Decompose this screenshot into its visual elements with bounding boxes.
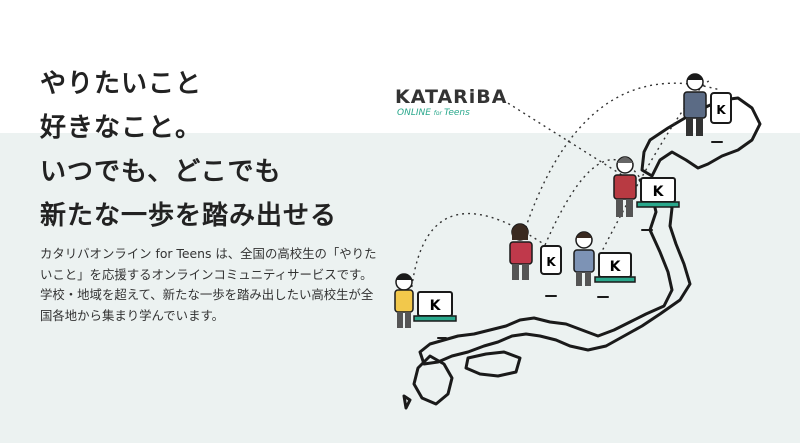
okinawa-outline xyxy=(402,394,412,410)
student-blue-icon xyxy=(573,231,595,286)
description-paragraph-2: 学校・地域を超えて、新たな一歩を踏み出したい高校生が全国各地から集まり学んでいま… xyxy=(40,287,374,323)
phone-2-icon: K xyxy=(710,92,732,124)
logo-wordmark: KATARiBA xyxy=(395,86,508,108)
hero-headline: やりたいこと 好きなこと。 いつでも、どこでも 新たな一歩を踏み出せる xyxy=(40,62,337,238)
laptop-1-icon: K xyxy=(413,291,457,322)
arc-4 xyxy=(599,79,711,256)
svg-text:K: K xyxy=(653,184,665,200)
headline-line-1: やりたいこと xyxy=(40,69,203,99)
laptop-2-icon: K xyxy=(594,252,636,283)
japan-map-illustration: K K K K xyxy=(394,73,762,410)
student-maroon-icon xyxy=(613,156,637,217)
phone-1-icon: K xyxy=(540,245,562,275)
arc-logo-link xyxy=(502,99,631,181)
svg-text:K: K xyxy=(716,103,726,117)
svg-text:K: K xyxy=(546,255,556,269)
laptop-3-icon: K xyxy=(636,177,680,208)
arc-2 xyxy=(519,82,721,246)
headline-line-4: 新たな一歩を踏み出せる xyxy=(40,201,338,231)
logo-sub-for: for xyxy=(433,110,444,117)
student-suit-icon xyxy=(683,73,707,136)
description-paragraph-1: カタリバオンライン for Teens は、全国の高校生の「やりたいこと」を応援… xyxy=(40,246,377,282)
katariba-logo: KATARiBA ONLINE for Teens xyxy=(395,86,507,118)
headline-line-3: いつでも、どこでも xyxy=(40,157,282,187)
logo-sub-suffix: Teens xyxy=(443,108,470,118)
shikoku-outline xyxy=(464,350,522,378)
student-yellow-icon xyxy=(394,273,414,328)
hero-description: カタリバオンライン for Teens は、全国の高校生の「やりたいこと」を応援… xyxy=(40,244,380,326)
svg-text:K: K xyxy=(610,259,622,275)
logo-sub-prefix: ONLINE xyxy=(397,108,434,118)
student-red-icon xyxy=(509,223,533,280)
svg-text:K: K xyxy=(430,298,442,314)
headline-line-2: 好きなこと。 xyxy=(40,113,203,143)
kyushu-outline xyxy=(412,354,454,406)
logo-subtitle: ONLINE for Teens xyxy=(397,108,507,118)
